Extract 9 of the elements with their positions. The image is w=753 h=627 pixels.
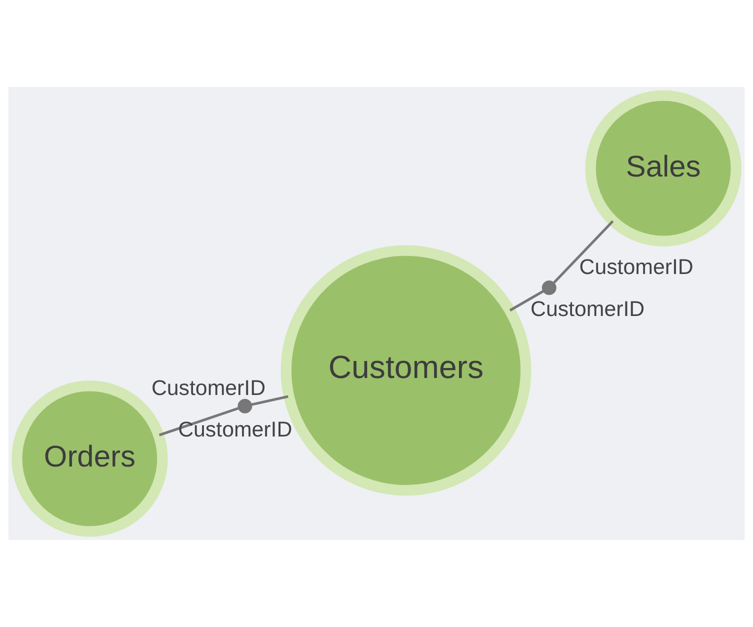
node-dot	[542, 280, 556, 296]
edge-label: CustomerID	[530, 297, 645, 322]
edge-label: CustomerID	[579, 255, 694, 280]
node-circle: Sales	[585, 90, 742, 246]
connector	[553, 220, 614, 284]
connector	[509, 290, 544, 312]
connector	[250, 395, 288, 406]
connector	[158, 406, 240, 436]
node-dot	[238, 398, 252, 414]
